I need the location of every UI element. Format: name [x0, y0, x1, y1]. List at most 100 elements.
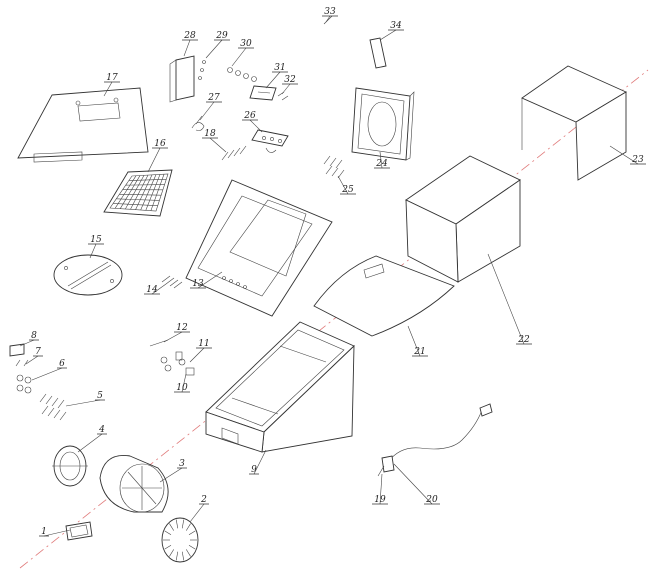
leader-line-28: [183, 39, 191, 57]
callout-17: 17: [106, 73, 118, 83]
part-22-lower-chimney: [405, 155, 521, 283]
callout-4: 4: [98, 425, 105, 435]
callout-9: 9: [251, 465, 257, 475]
part-5-screws: [39, 393, 67, 421]
callout-12: 12: [176, 323, 188, 333]
part-16-filter: [103, 169, 173, 217]
leader-line-3: [159, 467, 183, 483]
callout-11: 11: [198, 339, 209, 349]
leader-line-26: [249, 119, 263, 133]
leader-lines: [19, 15, 639, 537]
part-26-bracket: [251, 129, 289, 153]
part-25-screws: [323, 155, 345, 179]
callout-2: 2: [200, 495, 207, 505]
leader-line-27: [199, 101, 215, 121]
part-10-11-hardware: [160, 351, 195, 376]
leader-line-31: [265, 71, 281, 89]
callout-29: 29: [215, 31, 228, 41]
leader-line-25: [337, 175, 349, 195]
leader-line-32: [281, 83, 291, 95]
callout-3: 3: [179, 459, 185, 469]
part-17-panel: [17, 87, 149, 163]
leader-line-9: [253, 449, 267, 475]
callout-28: 28: [183, 31, 196, 41]
part-28-switch-box: [169, 55, 195, 103]
callout-1: 1: [41, 527, 47, 537]
leader-line-21: [407, 325, 421, 357]
leader-line-13: [197, 271, 223, 289]
leader-line-10: [181, 373, 187, 393]
callout-14: 14: [146, 285, 158, 295]
leader-line-14: [151, 283, 167, 295]
leader-line-6: [31, 367, 63, 381]
callout-31: 31: [274, 63, 285, 73]
part-3-fan-housing: [99, 455, 169, 513]
leader-line-34: [379, 29, 397, 41]
callout-27: 27: [207, 93, 220, 103]
leader-line-19: [379, 473, 383, 505]
callout-23: 23: [631, 155, 644, 165]
part-15-round-plate: [53, 254, 123, 296]
callout-25: 25: [341, 185, 354, 195]
part-21-top-cover: [313, 255, 455, 337]
callout-6: 6: [59, 359, 65, 369]
part-19-20-power-cord: [377, 403, 493, 477]
part-8-bracket: [9, 343, 25, 357]
callout-34: 34: [390, 21, 402, 31]
callout-15: 15: [90, 235, 102, 245]
leader-line-7: [25, 355, 39, 365]
callout-33: 33: [324, 7, 336, 17]
callout-32: 32: [284, 75, 296, 85]
part-18-screws: [221, 145, 247, 161]
callout-26: 26: [243, 111, 256, 121]
part-27-clip: [191, 115, 205, 131]
leader-line-11: [189, 347, 205, 363]
callout-18: 18: [204, 129, 216, 139]
leader-line-22: [487, 253, 525, 345]
leader-line-1: [43, 529, 71, 537]
assembly-axis: [19, 69, 649, 569]
callout-10: 10: [176, 383, 188, 393]
leader-line-15: [89, 243, 97, 259]
callout-22: 22: [517, 335, 530, 345]
part-13-glass-panel: [185, 179, 333, 317]
part-33-leader: [323, 15, 333, 25]
part-34-strip: [369, 37, 387, 69]
part-29-30-buttons: [198, 60, 257, 82]
leader-line-5: [65, 399, 101, 407]
leader-line-17: [103, 81, 113, 97]
callout-7: 7: [35, 347, 41, 357]
part-12-screw: [149, 339, 169, 347]
leader-line-33: [325, 15, 331, 23]
part-1-plate: [65, 521, 93, 541]
callout-30: 30: [240, 39, 252, 49]
callout-5: 5: [97, 391, 103, 401]
part-9-housing: [205, 321, 355, 453]
leader-line-23: [609, 145, 639, 165]
leader-line-24: [379, 151, 383, 169]
leader-line-16: [147, 147, 161, 173]
leader-line-2: [189, 503, 205, 523]
callout-24: 24: [375, 159, 388, 169]
leader-line-18: [209, 137, 227, 153]
leader-line-12: [163, 331, 183, 343]
callout-19: 19: [374, 495, 386, 505]
part-2-impeller: [161, 517, 199, 563]
part-31-control-board: [249, 85, 277, 101]
leader-line-29: [205, 39, 223, 59]
part-23-upper-chimney: [521, 65, 627, 181]
part-14-screws: [161, 275, 183, 289]
callout-8: 8: [31, 331, 37, 341]
callout-16: 16: [154, 139, 166, 149]
part-4-motor: [52, 445, 88, 487]
callout-20: 20: [425, 495, 438, 505]
leader-line-4: [77, 433, 103, 453]
callout-21: 21: [413, 347, 425, 357]
callout-13: 13: [192, 279, 204, 289]
leader-line-20: [393, 463, 433, 505]
leader-line-30: [231, 47, 247, 67]
leader-line-8: [19, 339, 35, 347]
